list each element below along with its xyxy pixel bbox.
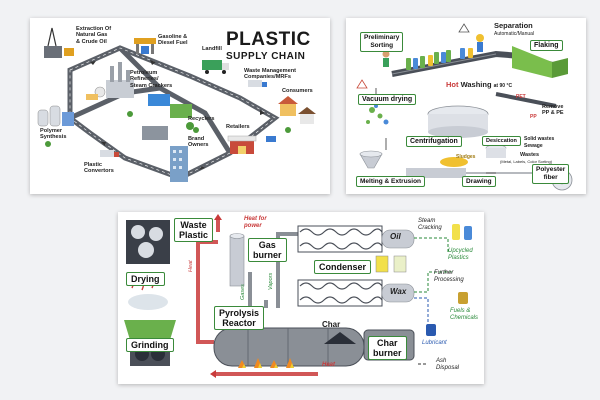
drawing-label: Drawing [462,176,496,187]
centrifugation-label: Centrifugation [406,136,462,147]
separation-label: Separation [494,21,533,30]
gases-label: Gases [240,284,246,300]
pet-tag: PET [516,94,526,100]
steam-cracking-label: Steam Cracking [418,218,442,231]
separation-sub-label: Automatic/Manual [494,31,535,37]
heat-left-label: Heat [188,260,194,272]
grinding-label: Grinding [126,338,174,352]
desiccation-label: Desiccation [482,136,521,146]
washing-word: Washing [458,80,492,89]
lubricant-label: Lubricant [422,340,447,346]
remove-pp-pe-label: Remove PP & PE [542,104,564,117]
heat-for-power-label: Heat for power [244,216,267,229]
vapors-label: Vapors [268,272,274,290]
gasoline-label: Gasoline & Diesel Fuel [158,34,188,47]
supply-chain-illustration [37,27,316,182]
solid-wastes-label: Solid wastes [524,136,555,142]
vacuum-drying-label: Vacuum drying [358,94,417,105]
waste-mgmt-label: Waste Management Companies/MRFs [244,68,297,81]
hot-washing-label: Hot Washing at 90 °C [446,80,513,89]
char-label: Char [322,320,341,329]
waste-plastic-label: Waste Plastic [174,218,214,242]
consumers-label: Consumers [282,88,313,94]
melting-extrusion-label: Melting & Extrusion [356,176,426,187]
extraction-label: Extraction Of Natural Gas & Crude Oil [76,26,112,45]
pet-recycling-panel: Preliminary Sorting Separation Automatic… [346,18,586,194]
sewage-label: Sewage [524,143,543,149]
gas-burner-label: Gas burner [248,238,287,262]
fuels-chemicals-label: Fuels & Chemicals [450,308,479,321]
wax-label: Wax [390,287,407,296]
condenser-label: Condenser [314,260,372,274]
recyclers-label: Recyclers [188,116,215,122]
washing-temp: at 90 °C [493,83,513,89]
polymer-synthesis-label: Polymer Synthesis [40,128,67,141]
wastes-sub-label: (Metal, Labels, Color Sorting) [500,159,553,164]
pyrolysis-reactor-label: Pyrolysis Reactor [214,306,265,330]
petroleum-label: Petroleum Refineries/ Steam Crackers [130,70,173,89]
heat-bottom-label: Heat [322,362,336,368]
flaking-label: Flaking [530,40,563,51]
retailers-label: Retailers [226,124,250,130]
supply-chain-title-line1: PLASTIC [226,29,311,50]
hot-word: Hot [446,80,459,89]
sludges-label: Sludges [456,154,476,160]
ash-disposal-label: Ash Disposal [436,358,460,371]
supply-chain-panel: PLASTIC SUPPLY CHAIN Extraction Of Natur… [30,18,330,194]
pp-tag: PP [530,114,537,120]
oil-label: Oil [390,232,401,241]
supply-chain-title-line2: SUPPLY CHAIN [226,51,306,62]
char-burner-label: Char burner [368,336,407,360]
brand-owners-label: Brand Owners [188,136,209,149]
landfill-label: Landfill [202,46,222,52]
polyester-fiber-label: Polyester fiber [532,164,570,184]
plastic-convertors-label: Plastic Convertors [84,162,114,175]
drying-label: Drying [126,272,165,286]
preliminary-sorting-label: Preliminary Sorting [360,32,404,52]
upcycled-plastics-label: Upcycled Plastics [448,248,473,261]
pyrolysis-panel: Waste Plastic Drying Grinding Heat for p… [118,212,484,384]
wastes-label: Wastes [520,152,540,158]
pyrolysis-illustration [124,214,472,378]
further-processing-label: Further Processing [434,270,464,283]
